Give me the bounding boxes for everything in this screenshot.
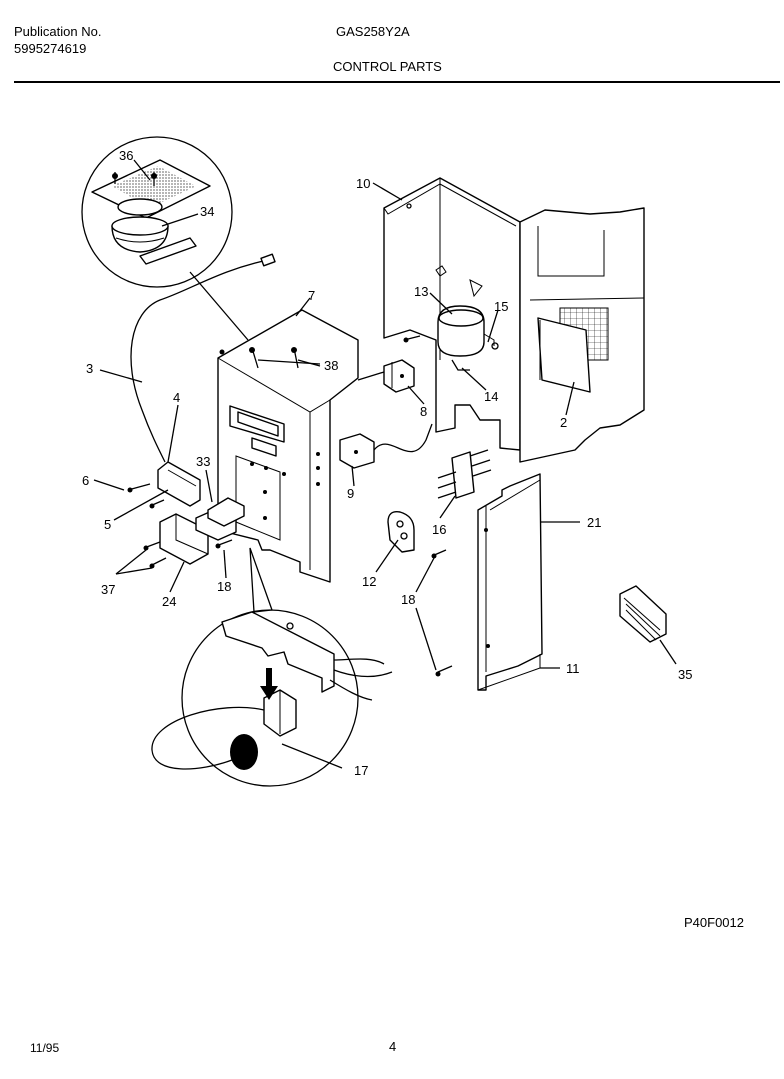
detail-circle-power-cord: [151, 547, 393, 787]
callout-17: 17: [354, 763, 368, 778]
callout-3: 3: [86, 361, 93, 376]
detail-circle-thermostat: [81, 136, 233, 288]
part-21-cover: [477, 473, 543, 691]
publication-number: 5995274619: [14, 41, 87, 56]
header-rule: [14, 81, 780, 83]
publication-label: Publication No.: [14, 24, 102, 39]
callout-35: 35: [678, 667, 692, 682]
part-8-switch: [357, 359, 415, 393]
callout-5: 5: [104, 517, 111, 532]
callout-15: 15: [494, 299, 508, 314]
callout-8: 8: [420, 404, 427, 419]
part-9-switch: [339, 423, 433, 469]
callout-34: 34: [200, 204, 214, 219]
callout-38: 38: [324, 358, 338, 373]
callout-4: 4: [173, 390, 180, 405]
callout-18-right: 18: [401, 592, 415, 607]
part-3-wire: [130, 253, 276, 463]
callout-leaders: [93, 159, 677, 769]
callout-7: 7: [308, 288, 315, 303]
callout-9: 9: [347, 486, 354, 501]
callout-18-left: 18: [217, 579, 231, 594]
callout-14: 14: [484, 389, 498, 404]
part-2-panel: [519, 207, 645, 463]
part-24-relay: [143, 497, 245, 569]
callout-12: 12: [362, 574, 376, 589]
detail-leader-thermostat: [189, 271, 249, 341]
callout-16: 16: [432, 522, 446, 537]
callout-33: 33: [196, 454, 210, 469]
model-number: GAS258Y2A: [336, 24, 410, 39]
callout-36: 36: [119, 148, 133, 163]
part-35-louver: [619, 585, 667, 643]
page-number: 4: [389, 1039, 397, 1054]
part-16-connector: [437, 449, 492, 499]
callout-13: 13: [414, 284, 428, 299]
callout-10: 10: [356, 176, 370, 191]
section-title: CONTROL PARTS: [333, 59, 442, 74]
part-18-screws: [431, 549, 453, 677]
callout-11: 11: [566, 661, 580, 676]
callout-37: 37: [101, 582, 115, 597]
callout-24: 24: [162, 594, 176, 609]
callout-labels: 36 34 10 7 13 15 3 38 4 8 14 2 33 6 9 5 …: [82, 148, 692, 778]
part-4-terminal: [127, 461, 201, 509]
callout-2: 2: [560, 415, 567, 430]
callout-21: 21: [587, 515, 601, 530]
diagram-code: P40F0012: [684, 915, 744, 930]
part-12-bracket: [387, 511, 415, 553]
callout-6: 6: [82, 473, 89, 488]
part-7-control-box: [217, 309, 359, 583]
footer-date: 11/95: [30, 1041, 60, 1055]
part-13-capacitor: [403, 305, 499, 371]
